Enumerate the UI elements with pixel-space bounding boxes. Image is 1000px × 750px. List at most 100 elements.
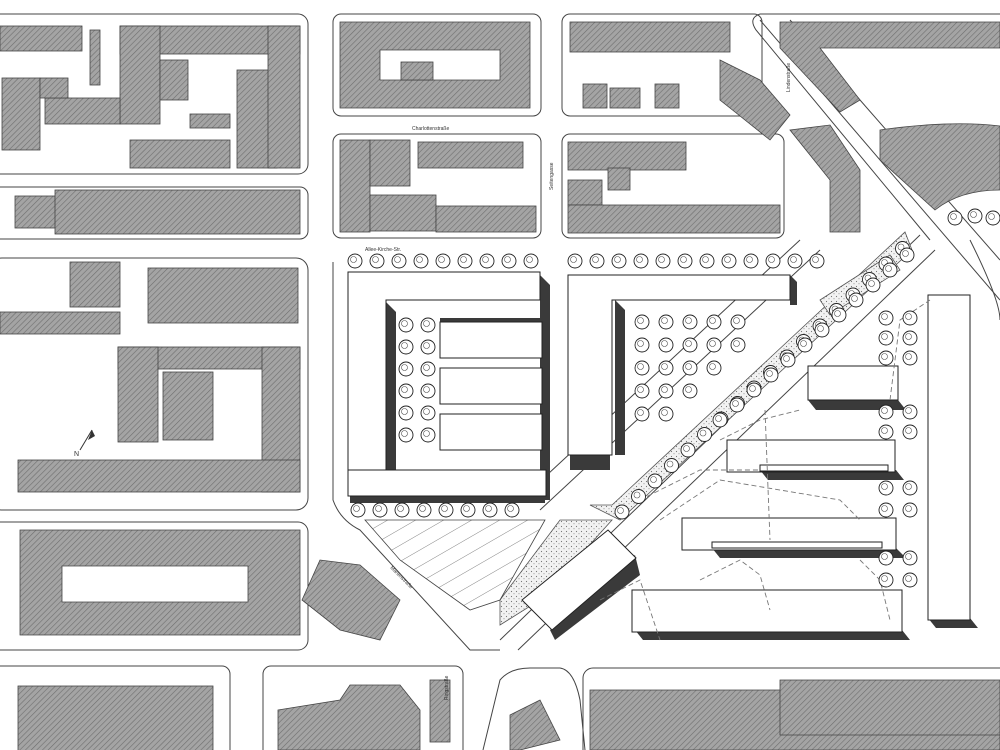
new-row-a2 (439, 367, 543, 405)
tree-icon (372, 502, 388, 518)
tree-crown-detail (661, 363, 668, 370)
tree-crown-detail (685, 386, 692, 393)
tree-icon (878, 330, 894, 346)
tree-crown-detail (905, 575, 912, 582)
block-top-left (0, 13, 309, 175)
block-bottom-mid (262, 665, 464, 750)
tree-crown-detail (905, 427, 912, 434)
tree-icon (878, 404, 894, 420)
tree-icon (809, 253, 825, 269)
tree-icon (878, 572, 894, 588)
tree-icon (902, 310, 918, 326)
tree-crown-detail (460, 256, 467, 263)
tree-crown-detail (504, 256, 511, 263)
tree-crown-detail (881, 427, 888, 434)
tree-icon (658, 383, 674, 399)
tree-crown-detail (661, 409, 668, 416)
tree-icon (398, 405, 414, 421)
tree-icon (967, 208, 983, 224)
tree-icon (634, 360, 650, 376)
tree-icon (865, 277, 881, 293)
tree-crown-detail (988, 213, 995, 220)
tree-crown-detail (905, 407, 912, 414)
tree-crown-detail (724, 256, 731, 263)
tree-icon (797, 337, 813, 353)
tree-icon (664, 458, 679, 473)
tree-crown-detail (897, 243, 905, 251)
tree-crown-detail (526, 256, 533, 263)
tree-icon (634, 383, 650, 399)
tree-crown-detail (732, 400, 739, 407)
tree-crown-detail (592, 256, 599, 263)
tree-icon (706, 337, 722, 353)
footpaths (599, 299, 931, 641)
promenade-strip (819, 254, 901, 316)
tree-icon (699, 253, 715, 269)
tree-crown-detail (881, 407, 888, 414)
tree-icon (611, 253, 627, 269)
tree-crown-detail (637, 409, 644, 416)
tree-crown-detail (661, 386, 668, 393)
tree-crown-detail (834, 310, 841, 317)
city-blocks (0, 13, 1000, 750)
tree-crown-detail (423, 342, 430, 349)
new-row-a1 (439, 321, 543, 359)
new-bldg-r1 (807, 365, 899, 401)
tree-icon (730, 314, 746, 330)
tree-crown-detail (685, 363, 692, 370)
tree-crown-detail (636, 256, 643, 263)
tree-crown-detail (372, 256, 379, 263)
tree-crown-detail (709, 340, 716, 347)
tree-icon (947, 210, 963, 226)
tree-crown-detail (416, 256, 423, 263)
tree-crown-detail (950, 213, 957, 220)
tree-crown-detail (485, 505, 492, 512)
tree-icon (420, 317, 436, 333)
tree-icon (706, 360, 722, 376)
tree-icon (677, 253, 693, 269)
tree-icon (682, 360, 698, 376)
street-label-bottom-center: Ringstraße (444, 675, 450, 700)
tree-icon (848, 292, 864, 308)
tree-crown-detail (881, 505, 888, 512)
tree-crown-detail (749, 385, 756, 392)
tree-icon (721, 253, 737, 269)
street-label-top-right: Lindenstraße (786, 63, 792, 92)
tree-crown-detail (375, 505, 382, 512)
block-center-wedge (332, 262, 500, 651)
new-bldg-r4 (631, 589, 903, 633)
tree-icon (831, 307, 847, 323)
tree-icon (420, 339, 436, 355)
tree-icon (658, 406, 674, 422)
tree-crown-detail (633, 491, 641, 499)
tree-icon (902, 502, 918, 518)
tree-crown-detail (790, 256, 797, 263)
tree-crown-detail (881, 553, 888, 560)
tree-icon (398, 339, 414, 355)
existing-buildings (0, 21, 1000, 750)
tree-icon (658, 360, 674, 376)
tree-icon (398, 317, 414, 333)
tree-crown-detail (401, 342, 408, 349)
block-bottom-right (582, 667, 1000, 750)
tree-icon (398, 383, 414, 399)
tree-crown-detail (570, 256, 577, 263)
tree-crown-detail (353, 505, 360, 512)
striped-forecourt (364, 519, 546, 611)
new-block-b (567, 274, 791, 456)
tree-icon (634, 337, 650, 353)
tree-icon (631, 489, 646, 504)
tree-icon (787, 253, 803, 269)
tree-crown-detail (463, 505, 470, 512)
tree-icon (633, 253, 649, 269)
tree-crown-detail (733, 317, 740, 324)
tree-icon (682, 337, 698, 353)
new-bldg-r5 (927, 294, 971, 621)
tree-crown-detail (401, 386, 408, 393)
tree-icon (398, 361, 414, 377)
tree-crown-detail (881, 313, 888, 320)
tree-crown-detail (394, 256, 401, 263)
tree-icon (647, 473, 663, 489)
tree-crown-detail (423, 430, 430, 437)
